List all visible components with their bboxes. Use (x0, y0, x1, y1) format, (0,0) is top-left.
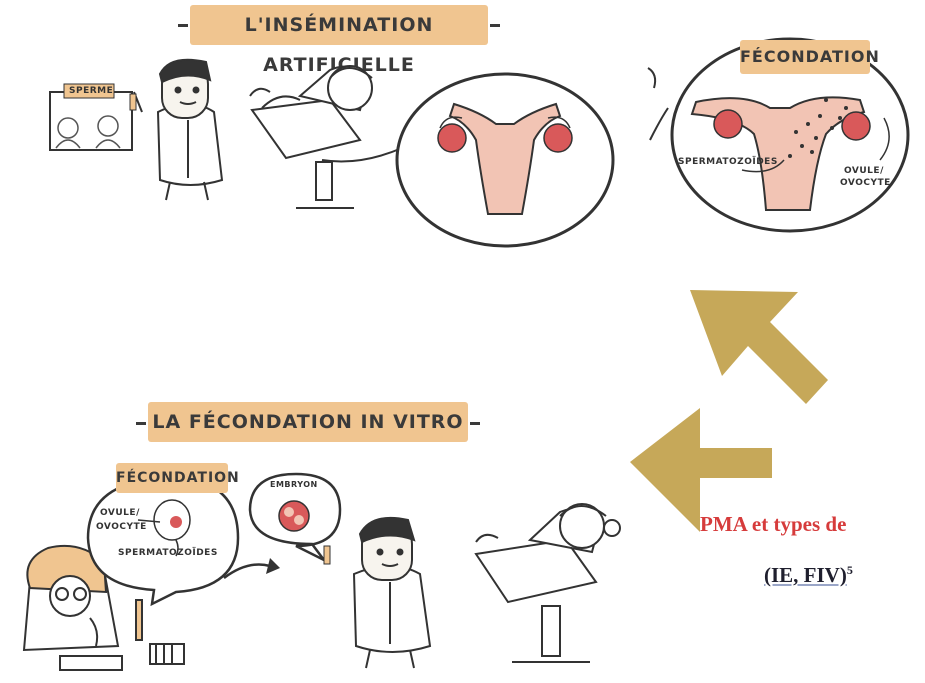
ovule-label-top-1: OVULE/ (844, 166, 884, 176)
caption-reference-text[interactable]: (IE, FIV) (764, 563, 847, 587)
fecondation-banner-bottom: FÉCONDATION (116, 463, 228, 493)
ovule-label-bottom-1: OVULE/ (100, 508, 140, 518)
ovule-label-top-2: OVOCYTE (840, 178, 891, 188)
bubble-fragment (650, 108, 668, 140)
patient-chair-illustration (250, 66, 372, 208)
bubble-fragment (648, 68, 655, 88)
patient-chair-illustration-2 (476, 504, 620, 662)
doctor-illustration (130, 60, 222, 200)
sperme-label: SPERME (69, 86, 113, 96)
caption-reference-sup: 5 (847, 563, 853, 577)
ovule-label-bottom-2: OVOCYTE (96, 522, 147, 532)
embryon-label: EMBRYON (270, 480, 318, 489)
caption-title: PMA et types de (700, 512, 846, 537)
spermatozoides-label-bottom: SPERMATOZOÏDES (118, 548, 218, 558)
doctor-illustration-2 (324, 518, 430, 668)
spermatozoides-label-top: SPERMATOZOÏDES (678, 157, 778, 167)
up-left-arrow (690, 290, 828, 404)
fecondation-banner-top: FÉCONDATION (740, 40, 870, 74)
fecondation-bubble-bottom (88, 478, 238, 604)
test-tubes-icon (150, 644, 184, 664)
caption-reference[interactable]: (IE, FIV)5 (764, 563, 853, 588)
